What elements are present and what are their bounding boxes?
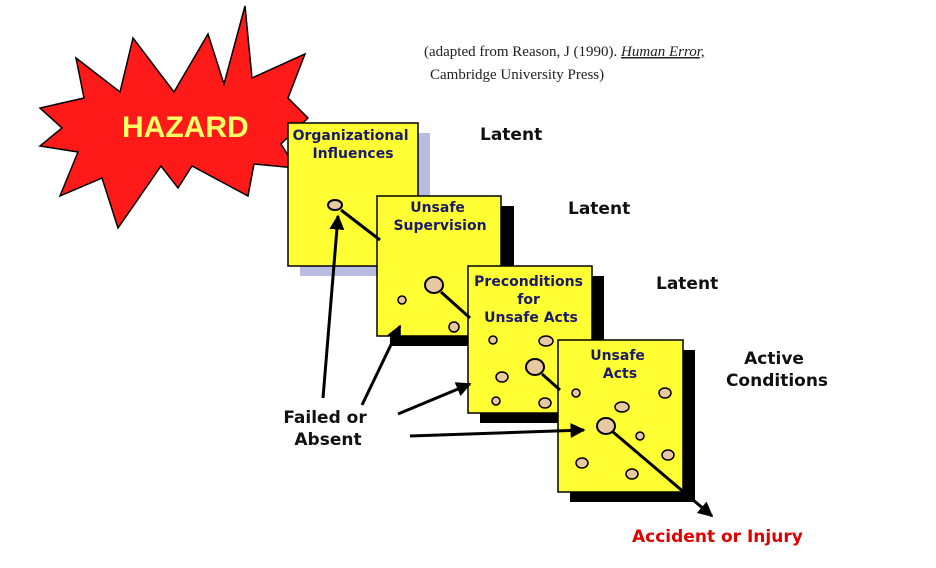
slice-title: Organizational Influences bbox=[293, 128, 414, 162]
hole bbox=[538, 335, 554, 347]
failed-arrow-1 bbox=[321, 214, 345, 399]
hole bbox=[571, 388, 581, 398]
label-latent-1: Latent bbox=[480, 125, 542, 145]
label-active-conditions: Active Conditions bbox=[726, 349, 828, 391]
failed-arrows bbox=[321, 214, 586, 438]
failed-arrow-4 bbox=[409, 422, 586, 438]
hazard-trajectory bbox=[340, 208, 714, 518]
slice-unsafe-acts: Unsafe Acts bbox=[557, 339, 695, 502]
label-latent-2: Latent bbox=[568, 199, 630, 219]
hole bbox=[525, 358, 545, 376]
failed-arrow-3 bbox=[397, 382, 472, 416]
hole bbox=[614, 401, 630, 413]
hole bbox=[495, 371, 509, 383]
hole bbox=[488, 335, 498, 345]
citation-line-1: (adapted from Reason, J (1990). Human Er… bbox=[424, 44, 705, 60]
hole bbox=[538, 397, 552, 409]
slice-title: Unsafe Acts bbox=[590, 348, 650, 382]
hazard-label: HAZARD bbox=[122, 111, 249, 144]
trajectory-segment bbox=[612, 430, 714, 518]
hazard-starburst bbox=[38, 5, 310, 230]
trajectory-segment bbox=[439, 290, 472, 320]
label-latent-3: Latent bbox=[656, 274, 718, 294]
hole bbox=[596, 417, 616, 435]
slice-title: Unsafe Supervision bbox=[393, 200, 486, 234]
hole bbox=[661, 449, 675, 461]
trajectory-segment bbox=[340, 208, 381, 242]
hole bbox=[397, 295, 407, 305]
hole bbox=[327, 199, 343, 211]
hole bbox=[424, 276, 444, 294]
hole bbox=[635, 431, 645, 441]
slice-title: Preconditions for Unsafe Acts bbox=[474, 274, 588, 326]
trajectory-segment bbox=[541, 372, 561, 392]
hazard-burst-shape bbox=[38, 5, 310, 230]
citation-line-2: Cambridge University Press) bbox=[430, 67, 604, 83]
failed-or-absent-label: Failed or Absent bbox=[283, 408, 372, 450]
hole bbox=[491, 396, 501, 406]
hole bbox=[448, 321, 460, 333]
failed-arrow-2 bbox=[360, 324, 402, 406]
accident-or-injury-label: Accident or Injury bbox=[632, 527, 803, 547]
hole bbox=[658, 387, 672, 399]
hole bbox=[575, 457, 589, 469]
hole bbox=[625, 468, 639, 480]
